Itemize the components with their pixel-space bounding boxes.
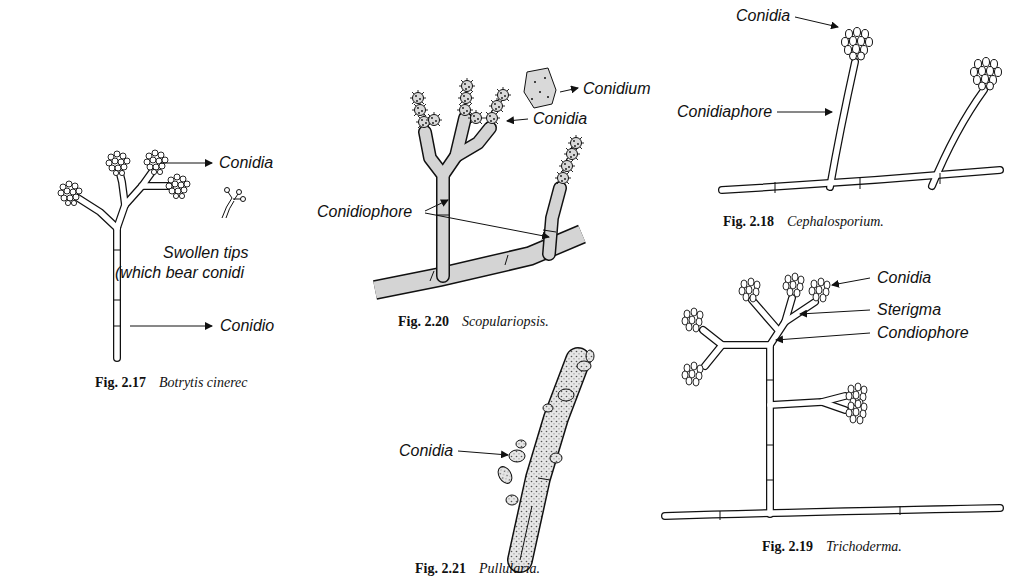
- species-name: Cephalosporium.: [787, 213, 884, 231]
- figure-number: Fig. 2.21: [415, 560, 466, 576]
- part-label: Conidia: [399, 441, 453, 461]
- figure-number: Fig. 2.17: [95, 374, 146, 392]
- note-label: Swollen tips: [163, 243, 248, 263]
- part-label: Conidiophore: [317, 202, 412, 222]
- part-label: Conidiaphore: [677, 102, 772, 122]
- figure-number: Fig. 2.19: [762, 538, 813, 556]
- part-label: Conidia: [219, 153, 273, 173]
- part-label: Conidia: [736, 6, 790, 26]
- species-name: Pullularia.: [479, 560, 540, 576]
- part-label: Sterigma: [877, 300, 941, 320]
- figure-number: Fig. 2.20: [398, 313, 449, 331]
- part-label: Conidio: [220, 316, 274, 336]
- note-label: (which bear conidi: [115, 263, 244, 283]
- part-label: Condiophore: [877, 323, 969, 343]
- figure-number: Fig. 2.18: [723, 213, 774, 231]
- species-name: Botrytis cinerec: [159, 374, 248, 392]
- species-name: Trichoderma.: [826, 538, 902, 556]
- part-label: Conidium: [583, 79, 651, 99]
- part-label: Conidia: [533, 109, 587, 129]
- species-name: Scopulariopsis.: [462, 313, 549, 331]
- part-label: Conidia: [877, 268, 931, 288]
